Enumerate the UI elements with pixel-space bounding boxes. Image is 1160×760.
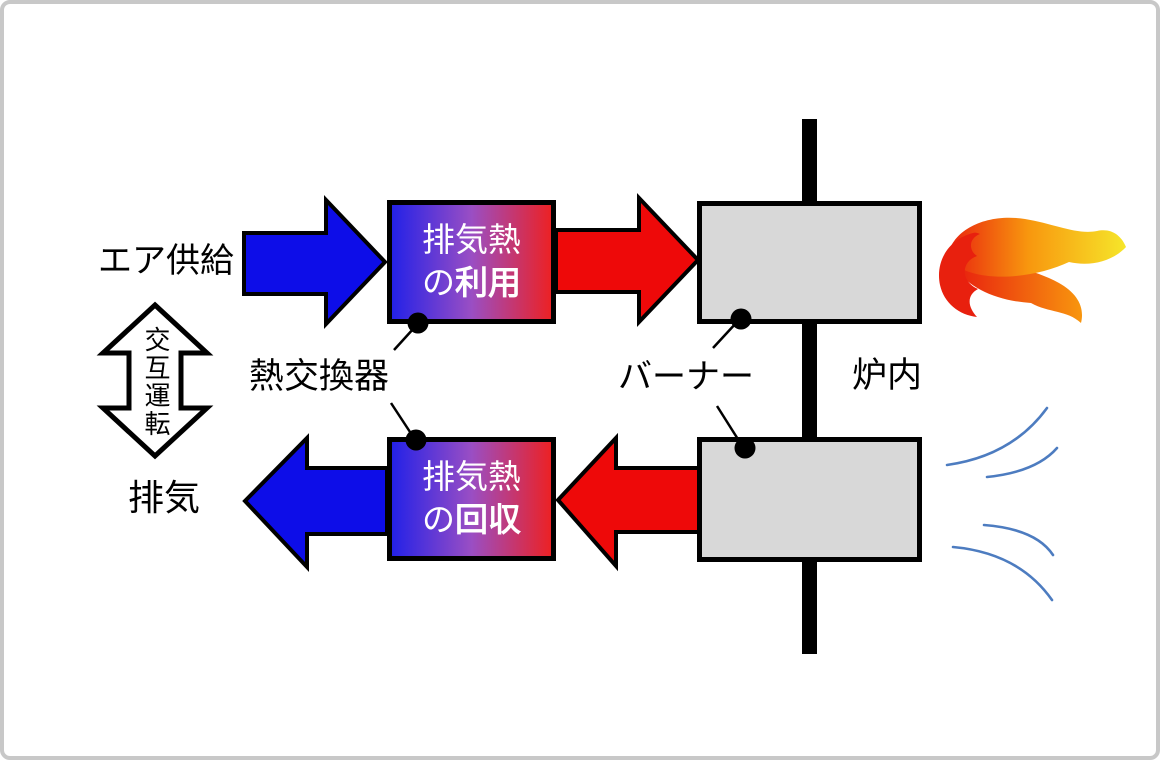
burner-label: バーナー: [618, 357, 754, 397]
diagram-graphics: [96, 119, 1126, 654]
alternating-operation-label: 交互運転: [140, 326, 170, 438]
alternating-operation-arrow: [96, 301, 214, 460]
bottom-heat-box-line1: 排気熱: [422, 457, 521, 497]
heat-exchanger-label: 熱交換器: [248, 357, 389, 397]
leader-lines: [389, 321, 743, 445]
top-heat-exchanger-box: [387, 200, 556, 324]
leader-dots: [405, 308, 756, 459]
bottom-heat-box-line2: の回収: [422, 500, 521, 539]
top-burner-box: [697, 201, 922, 324]
bottom-burner-box: [697, 437, 922, 562]
top-heat-box-line2: の利用: [422, 263, 521, 302]
airflow-lines-icon: [945, 406, 1059, 602]
hot-exhaust-arrow: [555, 432, 701, 572]
furnace-interior-label: 炉内: [851, 356, 922, 396]
bottom-heat-exchanger-box: [387, 437, 556, 561]
heated-air-arrow: [554, 192, 701, 328]
cooled-exhaust-arrow: [242, 433, 389, 573]
exhaust-label: 排気: [127, 478, 200, 519]
top-heat-box-label: 排気熱 の利用: [387, 201, 556, 323]
top-heat-box-line1: 排気熱: [422, 220, 521, 260]
bottom-heat-box-label: 排気熱 の回収: [387, 438, 556, 560]
flame-icon: [938, 217, 1126, 323]
furnace-wall-bar: [802, 119, 817, 654]
air-supply-label: エア供給: [98, 241, 234, 281]
air-supply-arrow: [242, 194, 388, 330]
